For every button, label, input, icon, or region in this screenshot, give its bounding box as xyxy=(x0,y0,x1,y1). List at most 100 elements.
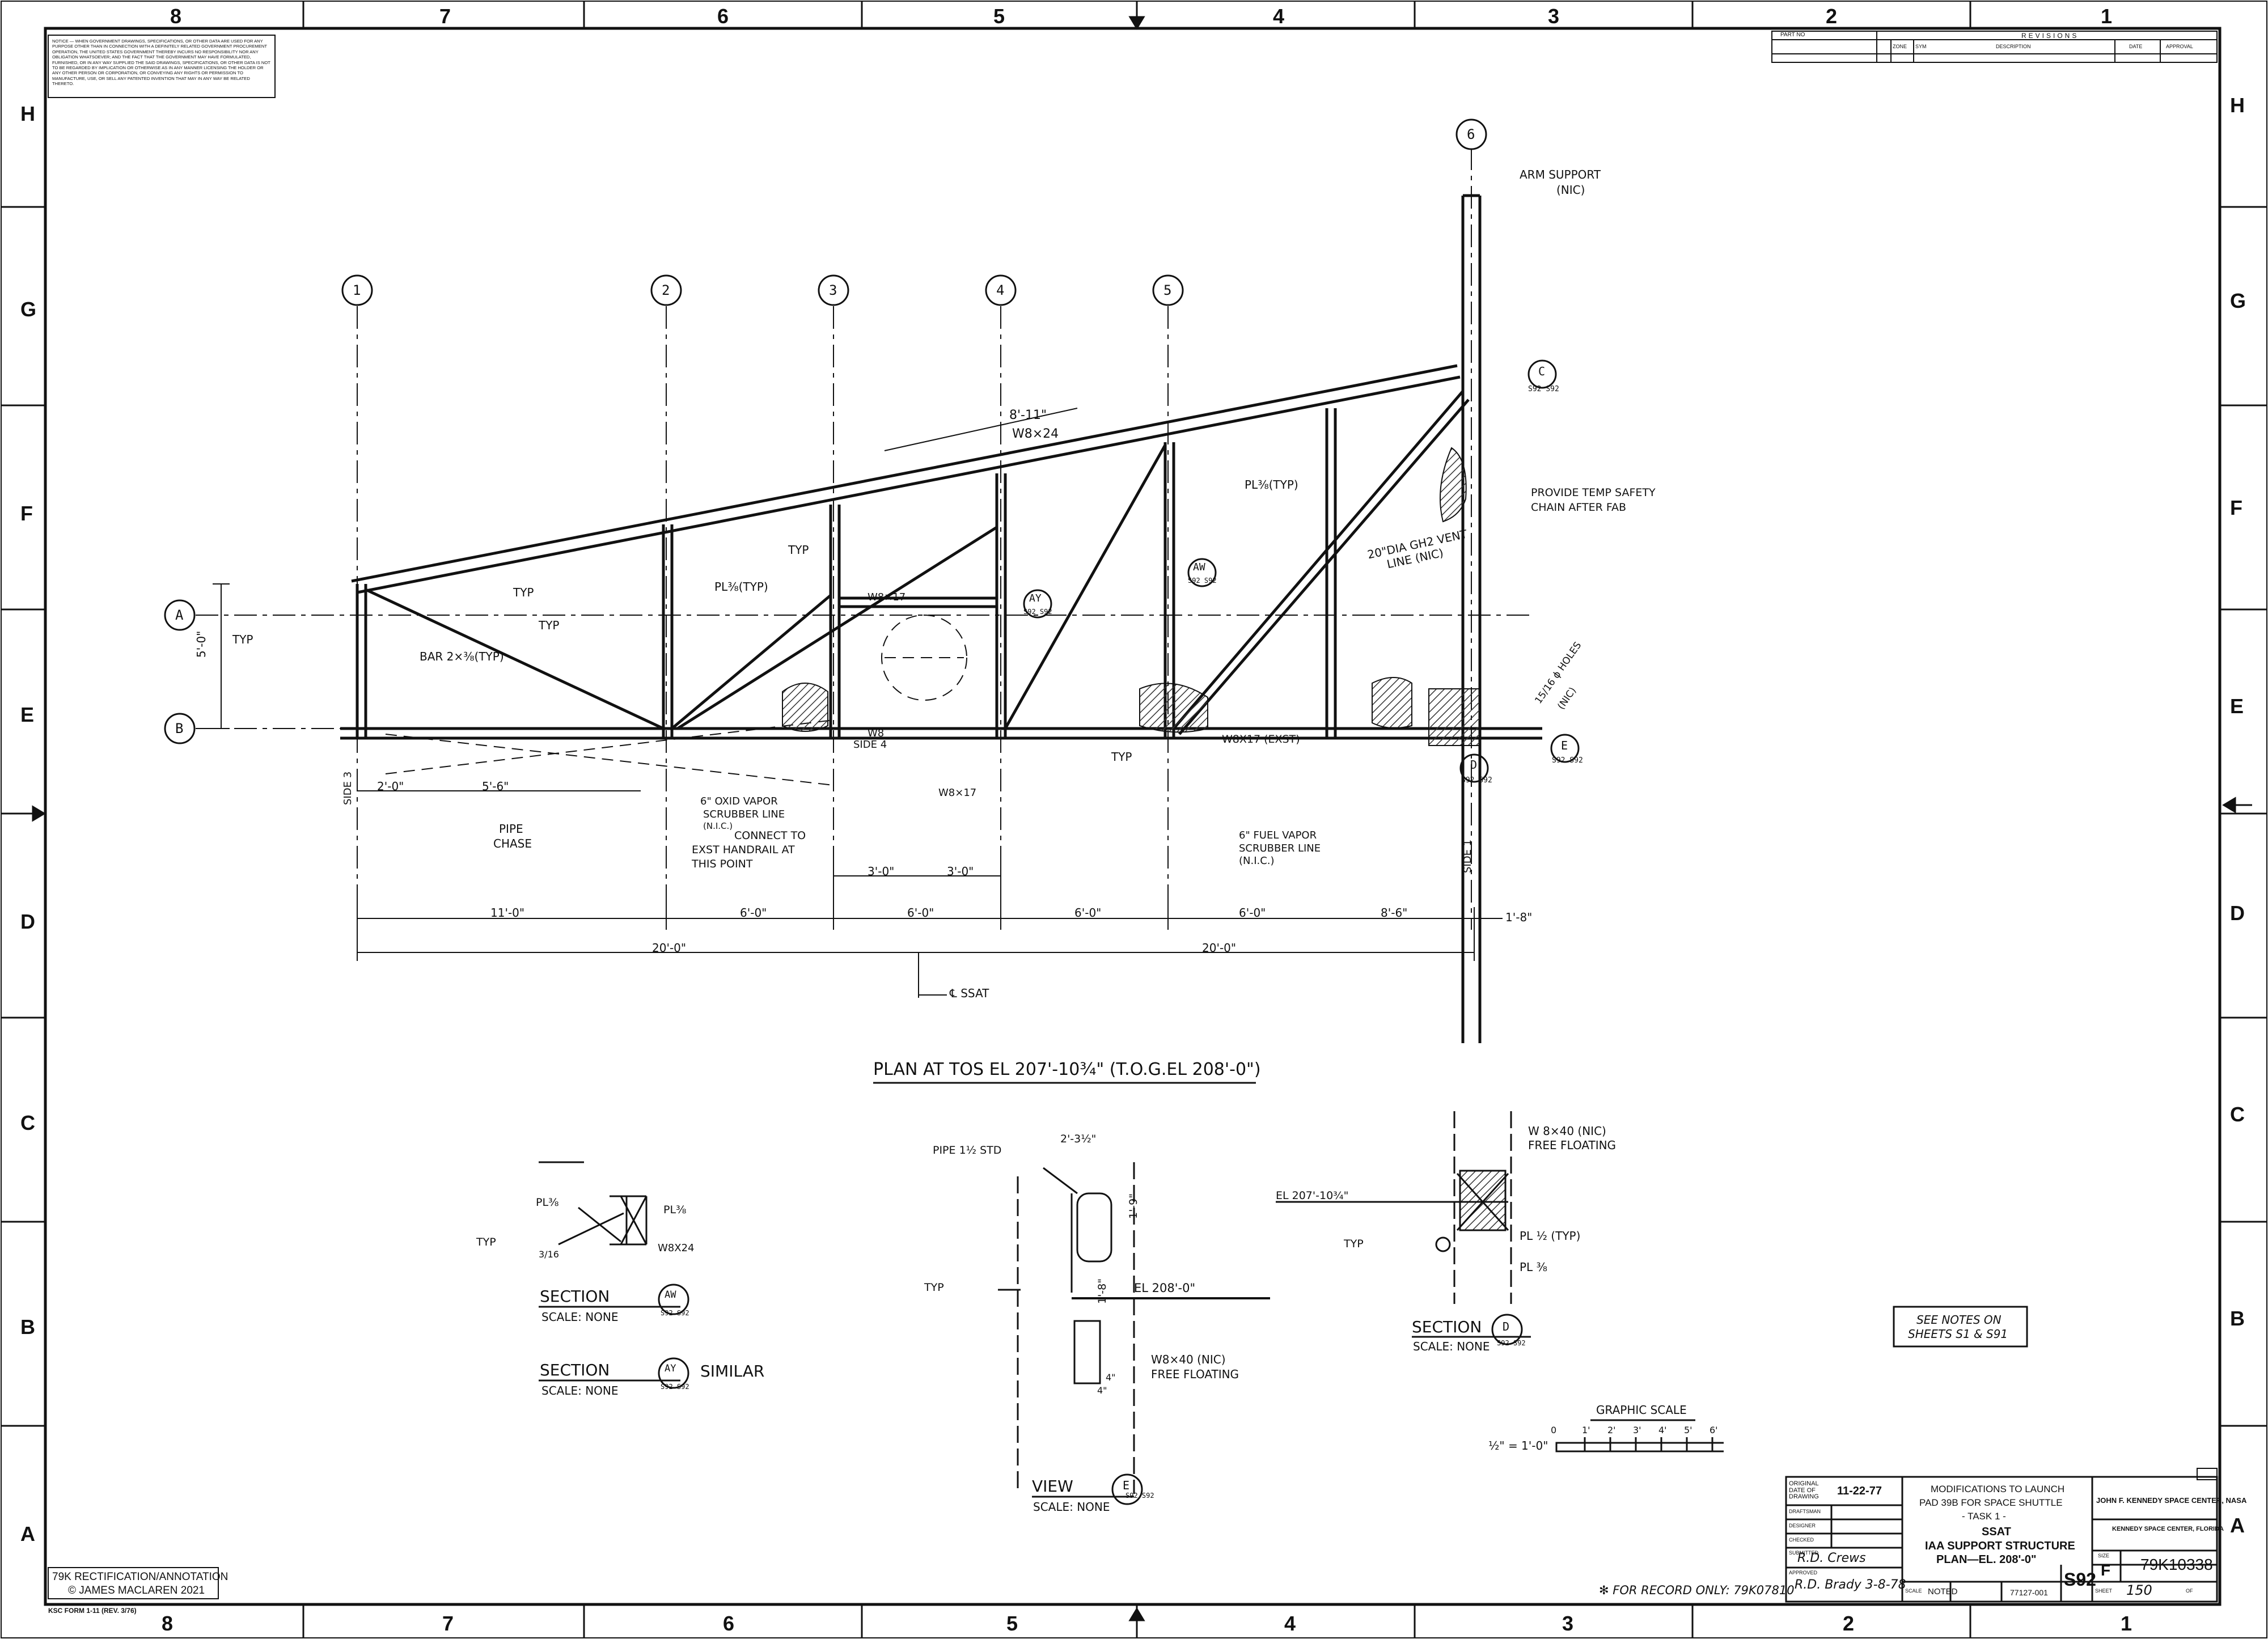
grid-label-B: B xyxy=(175,721,184,736)
ay-bubble xyxy=(658,1357,689,1389)
aw-plan-bubble xyxy=(1187,558,1217,587)
section-d-pl-typ: PL ½ (TYP) xyxy=(1520,1229,1581,1243)
zone-bottom-4: 4 xyxy=(1284,1612,1296,1635)
rev-col-zone: ZONE xyxy=(1893,44,1907,49)
dim-3-0b: 3'-0" xyxy=(947,865,974,878)
connect-label-2: EXST HANDRAIL AT xyxy=(692,844,795,856)
aw-frac: 3/16 xyxy=(539,1249,559,1260)
typ-label-3: TYP xyxy=(539,619,560,632)
zone-right-F: F xyxy=(2230,496,2242,519)
section-aw-title: SECTION xyxy=(540,1287,610,1306)
aw-typ: TYP xyxy=(476,1236,496,1248)
typ-label-1: TYP xyxy=(232,633,253,646)
view-e-dim-b: 1'-9" xyxy=(1127,1193,1140,1219)
d-plan-bubble xyxy=(1459,753,1489,783)
c-plan-ref: S92 S92 xyxy=(1528,385,1559,393)
tb-ksc-1: JOHN F. KENNEDY SPACE CENTER, NASA xyxy=(2096,1496,2247,1505)
zone-left-A: A xyxy=(20,1522,35,1545)
tb-row-submitted: SUBMITTED xyxy=(1789,1550,1819,1556)
center-arrows xyxy=(16,1,2252,1638)
ay-plan-tag: AY xyxy=(1029,592,1042,604)
side4-label: SIDE 4 xyxy=(853,739,887,751)
section-aw-scale: SCALE: NONE xyxy=(541,1310,619,1324)
zone-top-2: 2 xyxy=(1826,5,1838,28)
w8x17-label-1: W8×17 xyxy=(868,591,906,603)
view-e-4b: 4" xyxy=(1097,1385,1107,1396)
view-e-title: VIEW xyxy=(1032,1477,1073,1496)
rev-part-no: PART NO xyxy=(1780,32,1805,38)
revision-block xyxy=(1771,31,2218,63)
dim-20-0b: 20'-0" xyxy=(1202,941,1237,955)
c-plan-tag: C xyxy=(1538,365,1546,378)
d-plan-tag: D xyxy=(1470,758,1478,772)
zone-right-A: A xyxy=(2230,1514,2245,1537)
grid-lines xyxy=(196,147,1531,930)
tb-ksc-2: KENNEDY SPACE CENTER, FLORIDA xyxy=(2112,1526,2224,1532)
aw-bubble xyxy=(658,1284,689,1315)
dim-6-0a: 6'-0" xyxy=(740,906,767,920)
section-d-typ: TYP xyxy=(1344,1238,1364,1250)
aw-pl-b: PL⅜ xyxy=(663,1204,687,1216)
section-d-el: EL 207'-10¾" xyxy=(1276,1189,1349,1202)
section-ay-title: SECTION xyxy=(540,1361,610,1379)
section-ay-ref: S92 S92 xyxy=(661,1383,689,1391)
d-bubble xyxy=(1491,1314,1523,1345)
tb-row-checked: CHECKED xyxy=(1789,1537,1814,1543)
tb-size: F xyxy=(2101,1561,2111,1579)
tb-scale-label: SCALE xyxy=(1905,1588,1922,1594)
tb-dwg-no: 79K10338 xyxy=(2140,1556,2213,1573)
rectification-box xyxy=(48,1567,219,1599)
grid-bubble-1 xyxy=(341,274,373,306)
tb-size-label: SIZE xyxy=(2098,1553,2110,1558)
ay-plan-ref: S92 S92 xyxy=(1023,608,1052,616)
dim-6-0c: 6'-0" xyxy=(1074,906,1102,920)
zone-right-C: C xyxy=(2230,1103,2245,1126)
d-plan-ref: S92 S92 xyxy=(1461,776,1492,785)
e-plan-tag: E xyxy=(1561,739,1568,752)
zone-right-H: H xyxy=(2230,94,2245,117)
arm-support-nic-label: (NIC) xyxy=(1556,183,1585,197)
zone-bottom-8: 8 xyxy=(162,1612,174,1635)
grid-bubble-4 xyxy=(985,274,1017,306)
tb-orig-date-label: ORIGINAL DATE OF DRAWING xyxy=(1789,1480,1819,1501)
section-d-ref: S92 S92 xyxy=(1497,1339,1526,1347)
scrubber-pipes xyxy=(385,615,967,786)
tb-iaa: IAA SUPPORT STRUCTURE xyxy=(1925,1540,2075,1552)
grid-bubble-5 xyxy=(1152,274,1184,306)
graphic-scale-bar xyxy=(1555,1419,1724,1452)
typ-label-4: TYP xyxy=(788,543,809,557)
dim-6-0b: 6'-0" xyxy=(907,906,934,920)
grid-label-A: A xyxy=(175,607,184,623)
side3-label: SIDE 3 xyxy=(342,771,354,805)
grid-label-1: 1 xyxy=(353,282,361,298)
tb-sheet-label: SHEET xyxy=(2095,1588,2113,1594)
view-e-w: W8×40 (NIC) xyxy=(1151,1353,1226,1366)
truss-structure xyxy=(340,194,1542,1043)
graphic-scale-tick-6: 6' xyxy=(1710,1425,1718,1435)
graphic-scale-tick-3: 3' xyxy=(1633,1425,1641,1435)
dim-3-0a: 3'-0" xyxy=(868,865,895,878)
tb-orig-date: 11-22-77 xyxy=(1837,1485,1882,1497)
section-aw-detail xyxy=(539,1161,648,1246)
tb-plan-el: PLAN—EL. 208'-0" xyxy=(1936,1553,2037,1566)
view-e-detail xyxy=(998,1162,1270,1494)
view-e-dim-a: 2'-3½" xyxy=(1060,1133,1097,1145)
dimension-lines xyxy=(213,408,1503,998)
section-ay-tag: AY xyxy=(665,1363,676,1374)
notice-text: NOTICE — WHEN GOVERNMENT DRAWINGS, SPECI… xyxy=(52,39,270,87)
view-e-tag: E xyxy=(1123,1479,1130,1492)
rev-col-desc: DESCRIPTION xyxy=(1996,44,2031,49)
typ-label-2: TYP xyxy=(513,586,534,599)
grid-label-5: 5 xyxy=(1163,282,1172,298)
aw-plan-tag: AW xyxy=(1193,561,1205,573)
section-ay-scale: SCALE: NONE xyxy=(541,1384,619,1397)
notes-line-2: SHEETS S1 & S91 xyxy=(1908,1327,2008,1341)
aw-plan-ref: S92 S92 xyxy=(1188,577,1217,585)
view-e-el: EL 208'-0" xyxy=(1134,1281,1196,1295)
zone-right-D: D xyxy=(2230,901,2245,925)
hatched-regions xyxy=(782,447,1480,746)
grid-label-3: 3 xyxy=(829,282,837,298)
pipe-chase-label-2: CHASE xyxy=(493,837,532,850)
